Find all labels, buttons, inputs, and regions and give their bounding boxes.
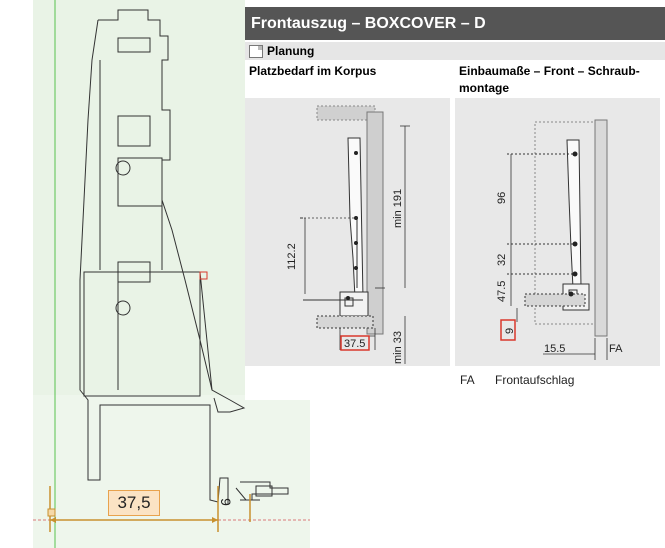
figure-left-drawing: 112.2 min 191 min 33 37.5 <box>286 105 410 364</box>
label-96: 96 <box>496 192 508 204</box>
dimension-value-vertical[interactable]: 9 <box>217 498 234 506</box>
section-label: Planung <box>267 44 315 58</box>
label-112: 112.2 <box>286 243 298 270</box>
section-header[interactable]: Planung <box>245 42 665 60</box>
figure-right-drawing: 96 32 47.5 9 15.5 FA <box>496 119 623 360</box>
legend-text: Frontaufschlag <box>495 373 575 387</box>
legend-abbr: FA <box>460 373 475 387</box>
label-min-191: min 191 <box>392 189 404 228</box>
document-icon <box>249 44 263 58</box>
documentation-panel: Frontauszug – BOXCOVER – D Planung Platz… <box>245 0 665 400</box>
figure-space-requirement: 112.2 min 191 min 33 37.5 <box>245 98 450 366</box>
label-min-33: min 33 <box>392 331 404 364</box>
panel-title: Frontauszug – BOXCOVER – D <box>245 7 665 40</box>
dimension-value-horizontal[interactable]: 37,5 <box>108 490 160 516</box>
figure-front-mounting: 96 32 47.5 9 15.5 FA <box>455 98 660 366</box>
label-fa: FA <box>609 343 623 355</box>
label-32: 32 <box>496 254 508 266</box>
label-9: 9 <box>504 328 516 334</box>
column-heading-left: Platzbedarf im Korpus <box>245 61 450 97</box>
label-15-5: 15.5 <box>544 343 565 355</box>
label-37-5: 37.5 <box>344 338 365 350</box>
label-47-5: 47.5 <box>496 281 508 302</box>
column-heading-right: Einbaumaße – Front – Schraub-montage <box>455 61 660 97</box>
